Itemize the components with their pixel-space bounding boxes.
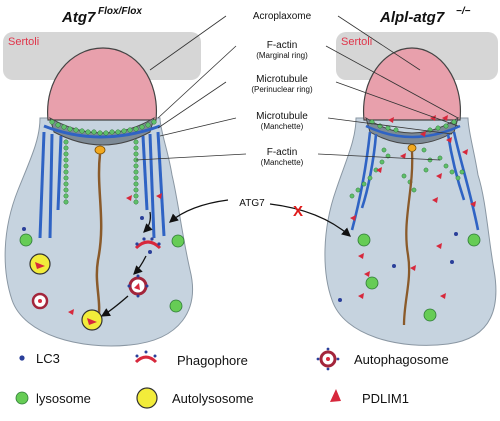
atg7-arrows: ATG7 X xyxy=(169,198,351,237)
left-flagellum xyxy=(95,153,103,323)
pdlim1-symbol xyxy=(330,389,341,402)
legend-item-phagophore: Phagophore xyxy=(134,350,248,368)
right-factin-marginal-ring xyxy=(369,119,457,133)
structure-labels: Acroplaxome F-actin (Marginal ring) Micr… xyxy=(251,11,313,167)
left-phagophore-lc3 xyxy=(135,237,161,246)
left-acrosome xyxy=(47,47,158,121)
label-factin-manchette: F-actin xyxy=(267,147,298,158)
left-pathway-arrows xyxy=(100,211,153,317)
label-factin-manchette-sub: (Manchette) xyxy=(261,158,304,167)
right-lc3-dots xyxy=(338,232,458,302)
legend-label-phagophore: Phagophore xyxy=(177,353,248,368)
left-autophagosome xyxy=(127,274,149,298)
left-autophagosome-2 xyxy=(31,292,49,310)
lysosome-symbol xyxy=(15,391,29,405)
legend: LC3 Phagophore Autophagosome lysosome Au… xyxy=(15,347,449,409)
left-autolysosome-1 xyxy=(29,253,51,275)
legend-item-autolysosome: Autolysosome xyxy=(136,387,254,409)
label-microtubule-perinuclear-sub: (Perinuclear ring) xyxy=(251,85,313,94)
lc3-symbol xyxy=(19,355,25,361)
right-acrosome xyxy=(362,47,462,121)
right-title-main: Alpl-atg7 xyxy=(379,9,445,26)
left-centriole xyxy=(94,145,106,155)
right-sertoli-label: Sertoli xyxy=(341,36,372,48)
right-lysosomes xyxy=(357,233,481,322)
left-autolysosome-2 xyxy=(81,309,103,331)
legend-label-pdlim1: PDLIM1 xyxy=(362,391,409,406)
left-factin-manchette xyxy=(63,139,139,205)
left-title-sup: Flox/Flox xyxy=(98,6,142,17)
right-spermatid-body xyxy=(324,117,497,346)
left-factin-marginal-ring xyxy=(49,119,157,136)
legend-item-autophagosome: Autophagosome xyxy=(316,347,449,371)
left-title-main: Atg7 xyxy=(61,9,96,26)
label-microtubule-manchette: Microtubule xyxy=(256,111,308,122)
phagophore-symbol-dots xyxy=(135,350,157,358)
left-pdlim1-marks xyxy=(68,193,162,315)
label-atg7: ATG7 xyxy=(239,198,265,209)
legend-label-autolysosome: Autolysosome xyxy=(172,391,254,406)
left-sertoli-label: Sertoli xyxy=(8,36,39,48)
legend-label-autophagosome: Autophagosome xyxy=(354,352,449,367)
left-cell: Sertoli xyxy=(3,32,201,347)
autophagosome-symbol-dots xyxy=(316,347,340,371)
right-cell: Sertoli xyxy=(324,32,498,346)
legend-item-lysosome: lysosome xyxy=(15,391,91,406)
legend-item-lc3: LC3 xyxy=(19,351,60,366)
autolysosome-symbol xyxy=(136,387,158,409)
legend-item-pdlim1: PDLIM1 xyxy=(330,389,409,406)
left-nucleus-base xyxy=(49,116,155,146)
left-phagophore xyxy=(134,240,162,250)
legend-label-lc3: LC3 xyxy=(36,351,60,366)
label-microtubule-manchette-sub: (Manchette) xyxy=(261,122,304,131)
label-factin-marginal-sub: (Marginal ring) xyxy=(256,51,308,60)
leader-lines xyxy=(135,15,459,161)
right-title-sup: −/− xyxy=(456,6,471,17)
left-microtubule-manchette xyxy=(38,124,166,239)
autophagosome-symbol-core xyxy=(326,357,330,361)
right-pdlim1-marks xyxy=(350,115,476,299)
right-flagellum xyxy=(402,151,414,326)
left-lysosomes xyxy=(19,233,185,313)
right-centriole xyxy=(407,144,417,152)
atg7-blocked-x: X xyxy=(293,203,303,220)
label-factin-marginal: F-actin xyxy=(267,40,298,51)
label-acroplaxome: Acroplaxome xyxy=(253,11,312,22)
label-microtubule-perinuclear: Microtubule xyxy=(256,74,308,85)
phagophore-symbol xyxy=(134,355,158,364)
right-panel-title: Alpl-atg7 −/− xyxy=(379,6,471,26)
left-panel-title: Atg7 Flox/Flox xyxy=(61,6,142,26)
legend-label-lysosome: lysosome xyxy=(36,391,91,406)
